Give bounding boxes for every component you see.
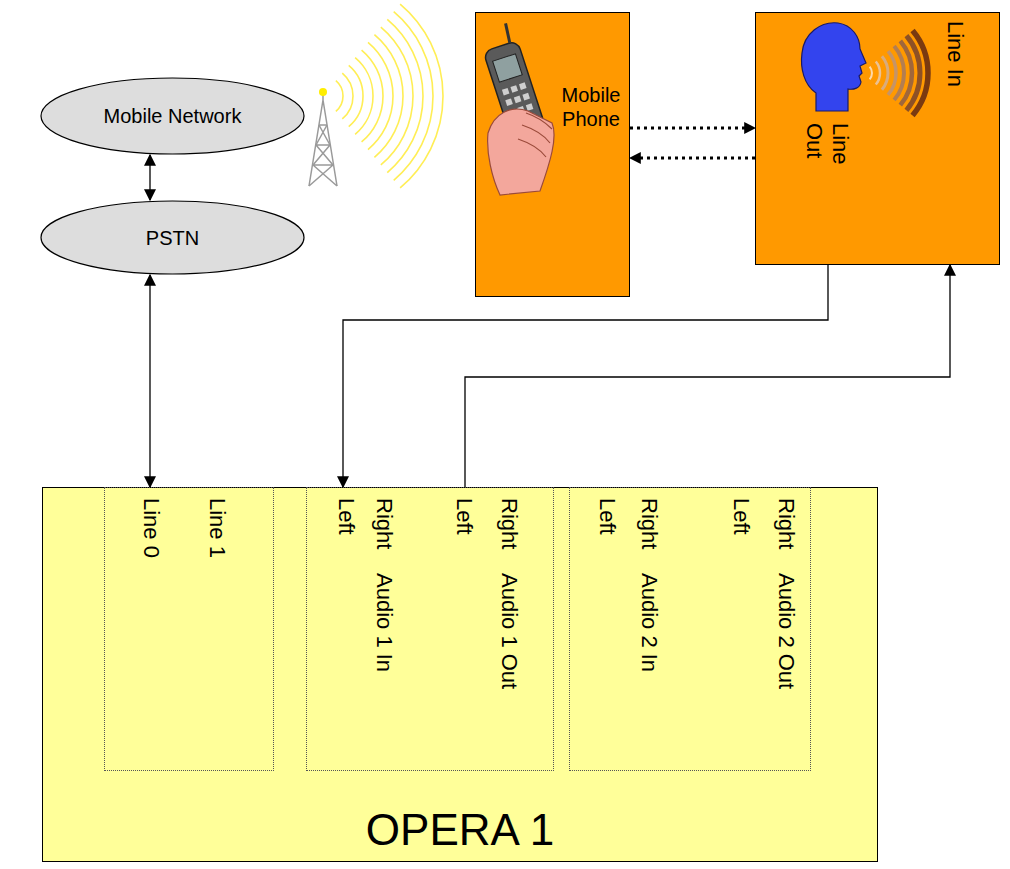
port-label: Audio 1 Out xyxy=(496,573,522,689)
port-label: Audio 2 Out xyxy=(773,573,799,689)
sound-wave xyxy=(900,41,912,105)
port-label: Line In xyxy=(942,21,968,87)
node-label: Mobile Network xyxy=(40,104,305,128)
signal-wire xyxy=(465,265,950,487)
signal-wire xyxy=(149,155,150,200)
antenna-dot xyxy=(319,88,327,96)
phone-key xyxy=(519,82,527,90)
sound-wave xyxy=(876,61,880,84)
opera-unit: Line 0 Line 1 Left RightAudio 1 In Left Right… xyxy=(42,487,878,862)
radio-wave xyxy=(349,65,363,126)
audio-port-group: Left RightAudio 2 In Left RightAudio 2 Out xyxy=(569,487,811,771)
tower-bracing xyxy=(309,125,337,186)
sound-wave xyxy=(913,31,928,116)
port-label: Left xyxy=(594,498,620,535)
ellipse-shape xyxy=(41,201,304,274)
ellipse-shape xyxy=(41,78,304,154)
port-label: Right xyxy=(773,498,799,549)
line-port-group: Line 0 Line 1 xyxy=(104,487,274,771)
phone-illustration xyxy=(476,13,631,298)
dotted-arrow xyxy=(630,127,755,130)
network-ellipse: Mobile Network xyxy=(40,77,305,155)
sound-wave xyxy=(906,36,920,111)
phone-box: Mobile Phone xyxy=(475,12,630,297)
port-label: Audio 1 In xyxy=(371,573,397,672)
sound-wave xyxy=(870,67,872,80)
radio-waves xyxy=(336,4,443,188)
audio-port-group: Left RightAudio 1 In Left RightAudio 1 Out xyxy=(306,487,554,771)
phone-key xyxy=(526,103,534,111)
node-label: OPERA 1 xyxy=(43,806,877,854)
network-ellipse: PSTN xyxy=(40,200,305,275)
phone-key xyxy=(505,98,513,106)
radio-wave xyxy=(362,50,383,142)
port-label: Line 0 xyxy=(138,498,164,558)
phone-key xyxy=(502,88,510,96)
port-label: Line Out xyxy=(800,123,853,175)
radio-wave xyxy=(381,27,413,165)
radio-wave xyxy=(336,81,343,112)
port-label: Right xyxy=(636,498,662,549)
radio-wave xyxy=(368,42,393,149)
radio-wave xyxy=(400,4,443,188)
port-label: Right xyxy=(496,498,522,549)
radio-wave xyxy=(355,58,373,135)
port-label: Audio 2 In xyxy=(636,573,662,672)
audio-interface-box: Line Out Line In xyxy=(755,12,1000,265)
radio-wave xyxy=(374,35,403,158)
phone-key xyxy=(510,85,518,93)
port-label: Left xyxy=(333,498,359,535)
sound-waves xyxy=(870,31,928,116)
phone-screen xyxy=(493,54,523,82)
phone-antenna xyxy=(504,23,512,43)
tower-legs xyxy=(309,100,337,186)
radio-tower xyxy=(309,92,337,186)
radio-wave xyxy=(342,73,353,119)
signal-wire xyxy=(343,265,828,487)
node-label: Mobile Phone xyxy=(554,83,628,131)
sound-wave xyxy=(882,56,888,89)
port-label: Line 1 xyxy=(204,498,230,558)
radio-wave xyxy=(387,19,423,172)
port-label: Right xyxy=(371,498,397,549)
head-silhouette xyxy=(802,23,866,111)
node-label: PSTN xyxy=(40,226,305,250)
port-label: Left xyxy=(728,498,754,535)
signal-wire xyxy=(149,275,150,487)
hand xyxy=(488,109,554,195)
sound-wave xyxy=(888,51,896,95)
phone-key xyxy=(522,93,530,101)
phone-key xyxy=(514,96,522,104)
dotted-arrow xyxy=(630,157,755,160)
fingers xyxy=(518,113,552,157)
port-label: Left xyxy=(451,498,477,535)
